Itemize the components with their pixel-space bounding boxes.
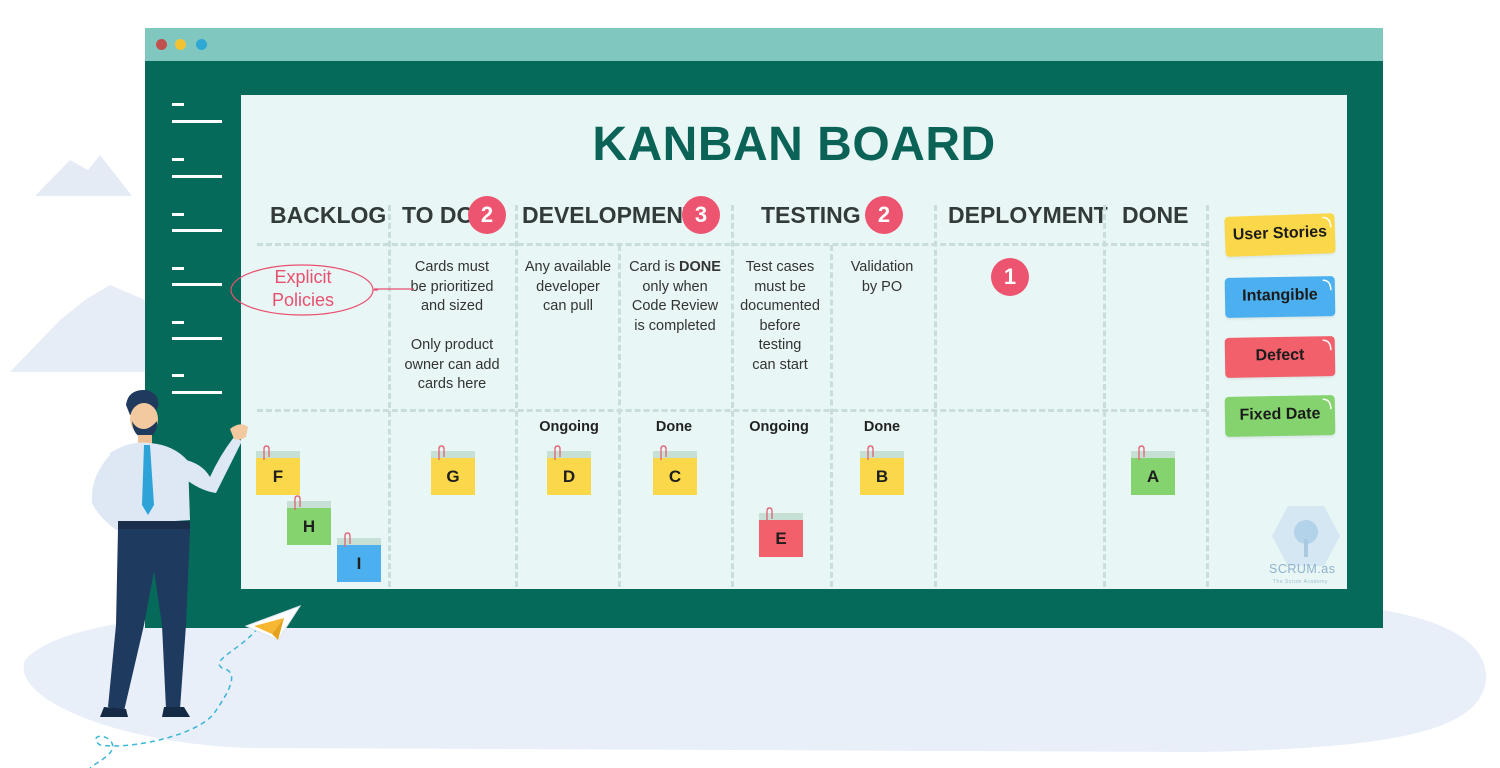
policy-test-ongoing: Test cases must be documented before tes…: [740, 259, 820, 373]
wip-limit-todo: 2: [468, 196, 506, 234]
card-i[interactable]: I: [337, 532, 381, 582]
column-header-testing: TESTING: [761, 202, 861, 228]
businessman-illustration: [91, 389, 248, 717]
window-titlebar: [145, 28, 1383, 61]
page-fold-icon: [1322, 216, 1332, 228]
card-d[interactable]: D: [547, 445, 591, 495]
wip-limit-deployment: 1: [991, 258, 1029, 296]
board-title: KANBAN BOARD: [592, 118, 996, 171]
paperclip-icon: [263, 445, 270, 460]
logo-name: SCRUM.as: [1269, 562, 1336, 576]
policy-dev-ongoing: Any available developer can pull: [524, 259, 612, 314]
maximize-dot-icon[interactable]: [196, 39, 207, 50]
policy-dev-done: Card is DONE only when Code Review is co…: [629, 259, 721, 334]
legend-user-stories: User Stories: [1224, 213, 1336, 257]
paper-plane-icon: [244, 605, 302, 641]
kanban-board: KANBAN BOARD BACKLOG TO DO 2 DEVELOPMENT…: [241, 95, 1347, 589]
card-e[interactable]: E: [759, 507, 803, 557]
subcolumn-test-ongoing: Ongoing: [749, 419, 809, 435]
paperclip-icon: [438, 445, 445, 460]
legend-defect: Defect: [1224, 336, 1336, 378]
wip-limit-testing: 2: [865, 196, 903, 234]
card-g[interactable]: G: [431, 445, 475, 495]
page-fold-icon: [1322, 279, 1332, 291]
card-h[interactable]: H: [287, 495, 331, 545]
column-header-todo: TO DO: [402, 202, 475, 228]
paperclip-icon: [344, 532, 351, 547]
page-fold-icon: [1322, 339, 1332, 351]
legend-intangible: Intangible: [1224, 276, 1336, 318]
column-header-development: DEVELOPMENT: [522, 202, 698, 228]
column-header-backlog: BACKLOG: [270, 202, 387, 228]
minimize-dot-icon[interactable]: [175, 39, 186, 50]
explicit-policies-callout: [230, 264, 378, 316]
card-f[interactable]: F: [256, 445, 300, 495]
subcolumn-dev-done: Done: [655, 419, 693, 435]
card-c[interactable]: C: [653, 445, 697, 495]
paperclip-icon: [660, 445, 667, 460]
scrum-logo-icon: [1272, 506, 1340, 566]
paperclip-icon: [554, 445, 561, 460]
paperclip-icon: [294, 495, 301, 510]
paperclip-icon: [1138, 445, 1145, 460]
column-header-deployment: DEPLOYMENT: [948, 202, 1108, 228]
logo-tagline: The Scrum Academy: [1273, 579, 1328, 585]
paperclip-icon: [766, 507, 773, 522]
paperclip-icon: [867, 445, 874, 460]
policy-test-done: Validation by PO: [850, 259, 914, 295]
subcolumn-test-done: Done: [863, 419, 901, 435]
close-dot-icon[interactable]: [156, 39, 167, 50]
card-b[interactable]: B: [860, 445, 904, 495]
column-header-done: DONE: [1122, 202, 1189, 228]
page-fold-icon: [1322, 398, 1332, 410]
subcolumn-dev-ongoing: Ongoing: [539, 419, 599, 435]
policy-todo: Cards must be prioritized and sized Only…: [404, 259, 500, 392]
wip-limit-development: 3: [682, 196, 720, 234]
callout-connector-line: [374, 288, 414, 290]
legend-fixed-date: Fixed Date: [1224, 395, 1336, 437]
card-a[interactable]: A: [1131, 445, 1175, 495]
explicit-policies-label: Explicit Policies: [271, 267, 335, 310]
